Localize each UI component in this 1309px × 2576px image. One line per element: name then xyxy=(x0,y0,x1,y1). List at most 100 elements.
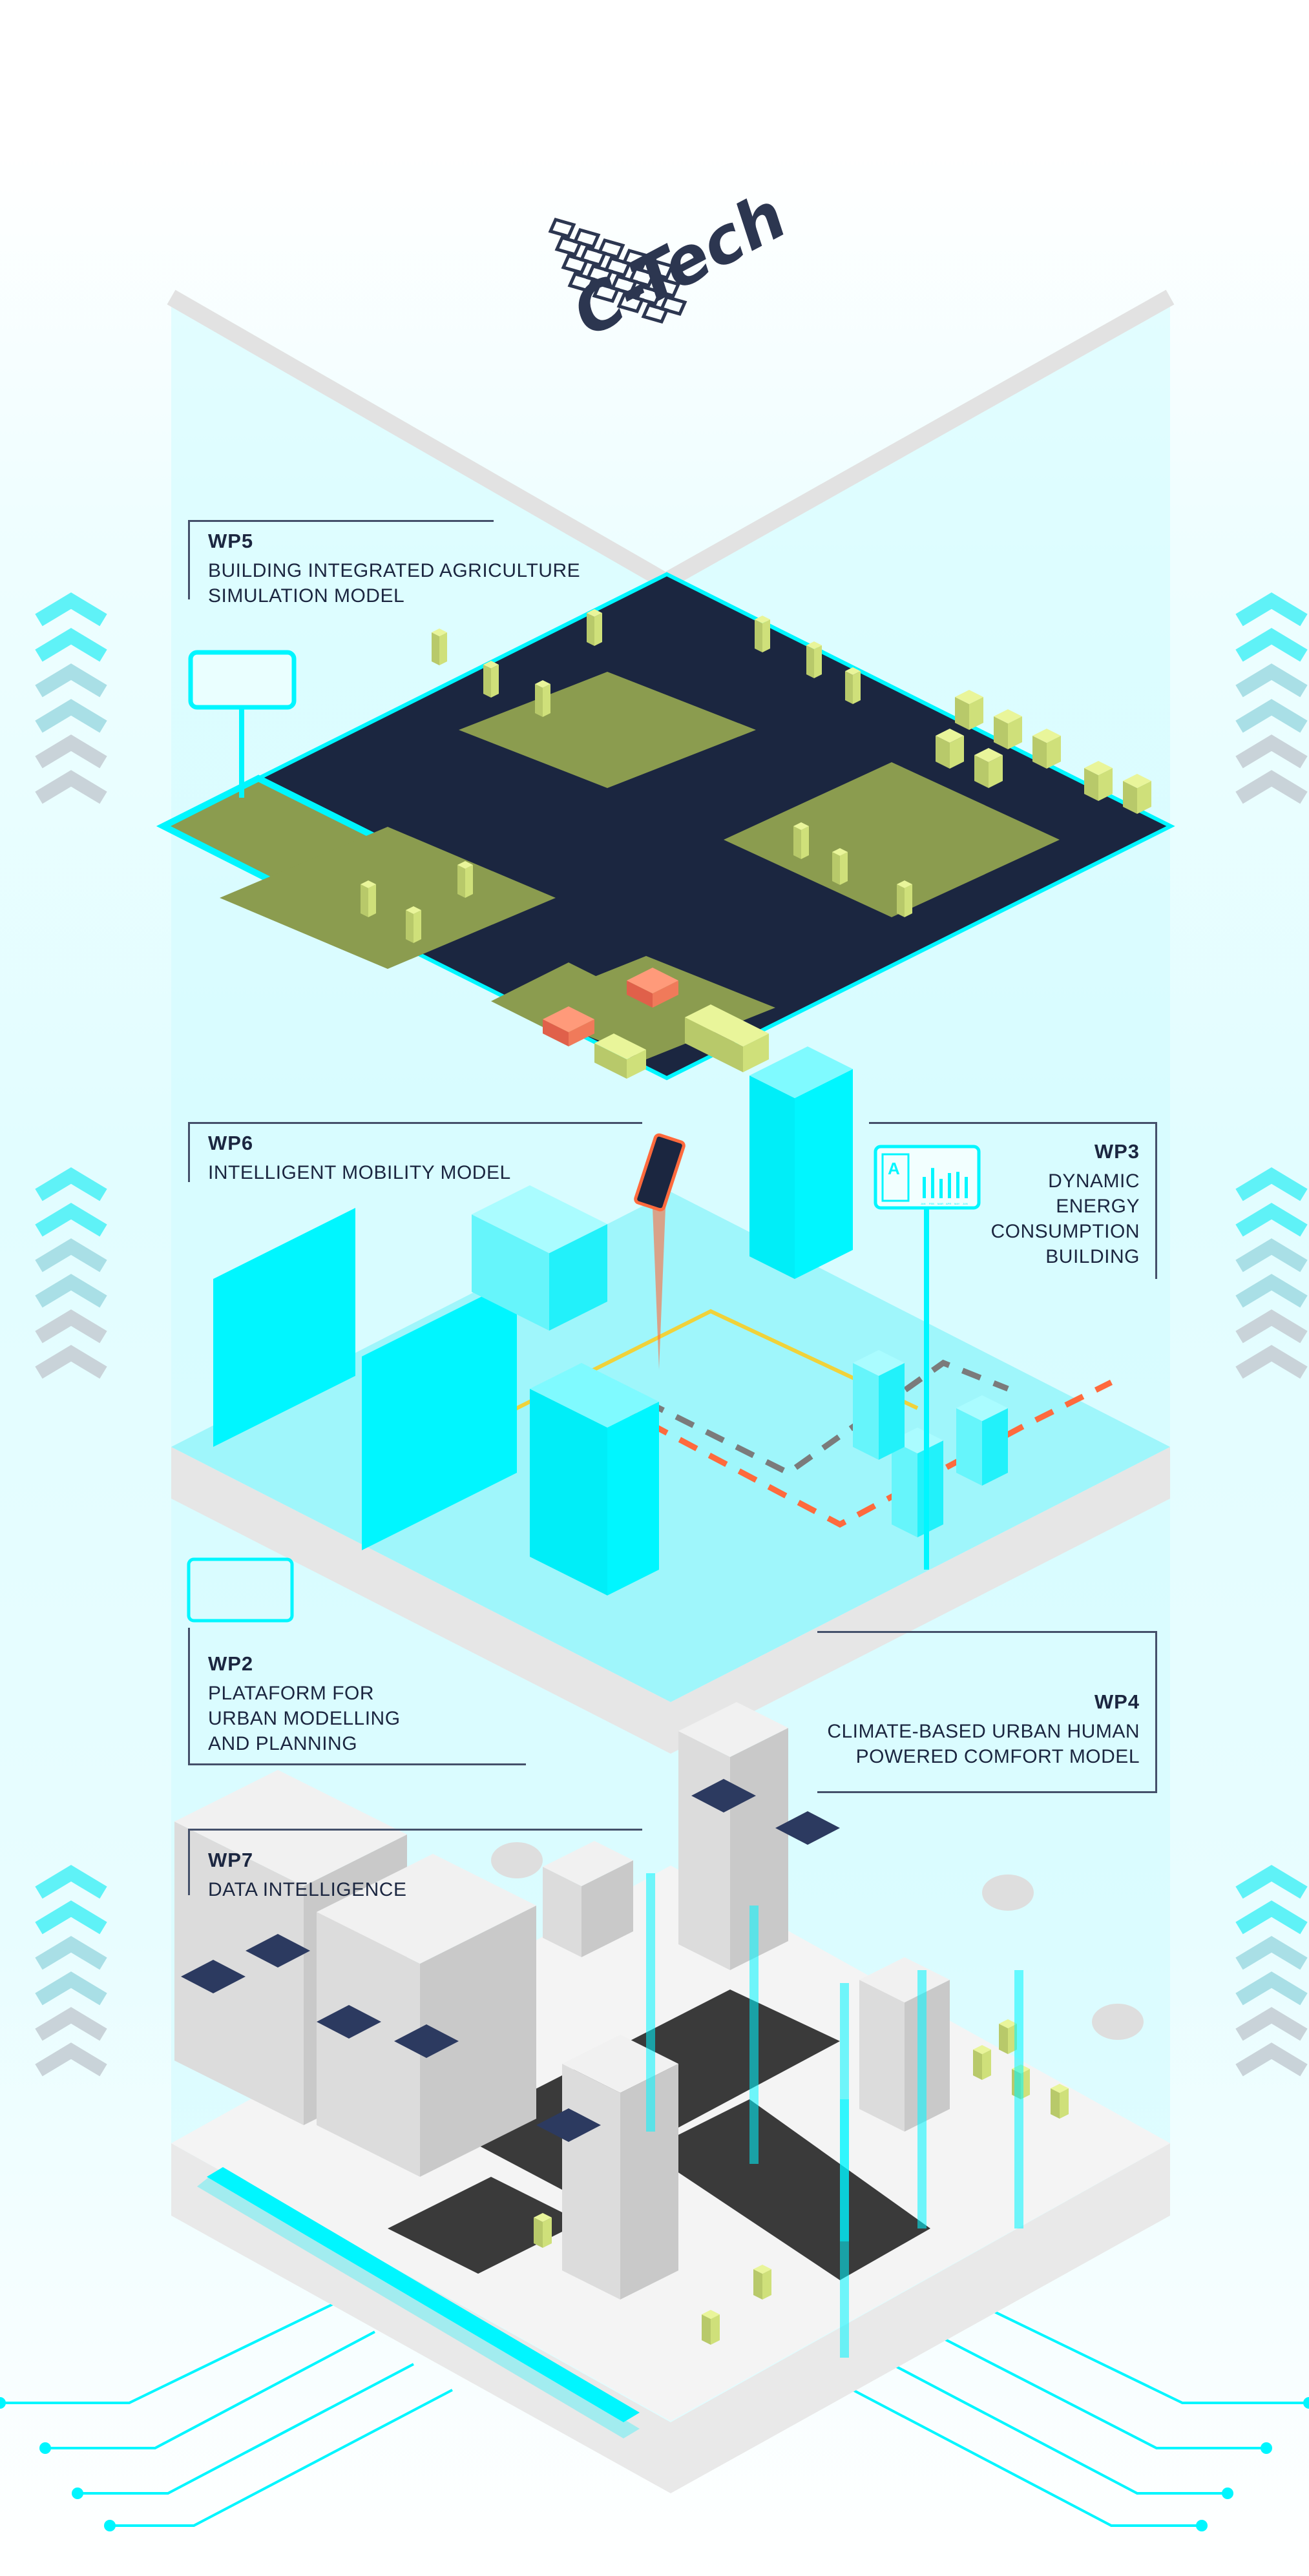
building-right xyxy=(607,1402,659,1595)
dashboard-sign-pole xyxy=(239,707,244,798)
apartment-left xyxy=(543,1867,581,1957)
tree-left xyxy=(755,619,762,652)
circuit-line xyxy=(930,2331,1266,2449)
apartment-right xyxy=(581,1860,633,1957)
chevron-up-icon xyxy=(35,1238,107,1272)
wp4-line: CLIMATE-BASED URBAN HUMAN xyxy=(827,1721,1140,1742)
tree-top xyxy=(973,2045,991,2054)
planter-left xyxy=(685,1017,743,1072)
tree-right xyxy=(762,2269,771,2300)
logo-square xyxy=(585,264,614,286)
mobility-sign-icon xyxy=(634,1133,686,1212)
building-top xyxy=(530,1363,659,1428)
tree-top xyxy=(1032,729,1061,743)
chevron-up-icon xyxy=(35,734,107,769)
chevron-up-icon xyxy=(1235,1865,1308,1899)
chevron-up-icon xyxy=(35,770,107,804)
chevron-up-icon xyxy=(35,663,107,698)
wp4-label: WP4 CLIMATE-BASED URBAN HUMAN POWERED CO… xyxy=(827,1690,1140,1769)
wp2-label: WP2 PLATAFORM FOR URBAN MODELLING AND PL… xyxy=(208,1652,401,1756)
building-left xyxy=(853,1363,879,1460)
tree-left xyxy=(973,2050,982,2080)
apartment-right xyxy=(905,1980,950,2132)
tree-left xyxy=(936,736,950,769)
field-plot xyxy=(491,962,646,1040)
tree-top xyxy=(806,641,822,649)
wp6-line: INTELLIGENT MOBILITY MODEL xyxy=(208,1162,511,1183)
wp3-label: WP3 DYNAMIC ENERGY CONSUMPTION BUILDING xyxy=(991,1140,1140,1269)
logo-square xyxy=(659,295,687,317)
tree-top xyxy=(845,667,861,675)
energy-month: APR xyxy=(946,1202,951,1205)
chevron-up-icon xyxy=(1235,1238,1308,1272)
building-top xyxy=(853,1350,905,1376)
apartment-left xyxy=(562,2064,620,2300)
building-left xyxy=(956,1408,982,1486)
tree-right xyxy=(414,910,421,943)
circuit-node xyxy=(72,2488,83,2499)
tree-left xyxy=(806,645,814,678)
tree-top xyxy=(793,822,809,830)
circuit-line xyxy=(852,2389,1202,2527)
solar-panel xyxy=(536,2108,601,2142)
wp6-code: WP6 xyxy=(208,1132,254,1154)
planter-left xyxy=(594,1043,627,1079)
apartment-right xyxy=(420,1906,536,2177)
chevron-up-icon xyxy=(1235,663,1308,698)
wp3-line: CONSUMPTION xyxy=(990,1221,1140,1242)
data-beam xyxy=(840,2099,849,2358)
energy-bar xyxy=(931,1168,934,1198)
city-layer xyxy=(171,1702,1170,2493)
building-right xyxy=(982,1408,1008,1486)
agriculture-layer xyxy=(156,572,1175,1081)
energy-bar xyxy=(939,1179,943,1198)
tree-right xyxy=(711,2314,720,2345)
chevron-up-icon xyxy=(35,699,107,733)
crate-left xyxy=(543,1019,569,1046)
energy-bar xyxy=(923,1177,926,1198)
tree-right xyxy=(762,619,770,652)
tree-right xyxy=(1008,716,1022,749)
tree-left xyxy=(432,632,439,665)
circuit-node xyxy=(1261,2442,1272,2454)
energy-month: FEB xyxy=(929,1202,934,1205)
apartment-left xyxy=(317,1912,420,2177)
chevron-up-icon xyxy=(35,1971,107,2006)
building-top xyxy=(749,1046,853,1098)
apartment-top xyxy=(678,1702,788,1757)
chevron-up-icon xyxy=(1235,770,1308,804)
circuit-line xyxy=(78,2363,414,2495)
sensor-panel-icon xyxy=(187,1557,294,1623)
cloud-icon xyxy=(1092,2004,1144,2040)
ctech-logo-icon: C-Tech xyxy=(548,174,793,355)
apartment-top xyxy=(859,1957,950,2002)
mobility-slab-side xyxy=(171,1447,1170,1754)
tree-top xyxy=(406,906,421,914)
tree-top xyxy=(1051,2084,1069,2093)
tree-left xyxy=(793,826,801,859)
tree-top xyxy=(534,2213,552,2222)
cloud-icon xyxy=(982,1875,1034,1911)
tree-right xyxy=(801,826,809,859)
chevron-up-icon xyxy=(1235,1900,1308,1935)
apartment-top xyxy=(174,1770,407,1886)
tree-right xyxy=(1137,781,1151,814)
logo-square xyxy=(548,217,576,239)
building-right xyxy=(213,1208,355,1447)
tree-left xyxy=(994,716,1008,749)
building-right xyxy=(795,1069,853,1279)
logo-square xyxy=(646,258,675,280)
tree-top xyxy=(936,729,964,743)
apartment-right xyxy=(620,2064,678,2300)
data-beam xyxy=(1014,1970,1023,2228)
tree-right xyxy=(950,736,964,769)
tree-right xyxy=(368,884,376,917)
tree-left xyxy=(534,2218,543,2248)
energy-month: JAN xyxy=(921,1202,926,1205)
circuit-node xyxy=(1303,2397,1309,2409)
data-beam xyxy=(749,1906,759,2164)
building-top xyxy=(472,1185,607,1253)
tree-top xyxy=(457,861,473,869)
wp3-line: DYNAMIC xyxy=(1048,1170,1140,1192)
